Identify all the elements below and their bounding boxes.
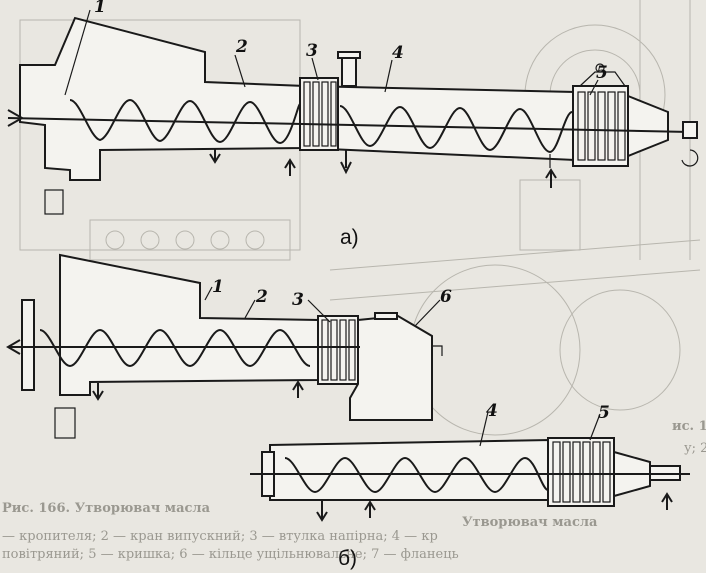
view-b-callout-1: 1 [212,277,224,297]
view-b-arrows [6,339,673,522]
view-b-drawing: 1 2 3 6 4 5 б) [6,253,690,570]
view-b-callout-4: 4 [486,401,498,421]
view-b-section-3-plates [321,319,356,381]
caption-line-2: у; 2 — звичай; живильна; частина; 3 — се… [684,441,706,456]
view-b-label: б) [338,547,357,570]
view-a-callout-1: 1 [94,0,106,17]
view-b-section-3 [317,315,359,385]
view-b-end-flange [21,299,35,391]
caption-line-5: повітряний; 5 — кришка; 6 — кільце ущіль… [2,547,459,562]
view-b-hopper-housing [59,253,319,396]
view-a-section-3-plates [303,81,337,147]
view-b-upper-auger-flights [39,328,311,368]
caption-line-4: — кропителя; 2 — кран випускний; 3 — вту… [2,529,438,544]
view-a-callout-4: 4 [392,43,404,63]
view-a-outlet-cone [627,94,669,158]
view-b-callout-2: 2 [255,287,268,307]
view-a-leader-lines [64,9,599,96]
caption-heading: Утворювач масла [462,515,598,530]
view-b-section-5-plates [552,441,611,503]
view-a-cylinder [304,84,576,162]
view-a-section-5-plates [577,91,626,161]
view-a-section-5 [572,85,629,167]
view-a-drawing: 1 2 3 4 5 а) [7,0,699,249]
view-a-callout-5: 5 [596,63,608,83]
view-b-callout-6: 6 [440,287,452,307]
view-a-drive-end [682,121,698,139]
view-a-label: а) [340,226,359,249]
view-a-callout-2: 2 [235,37,248,57]
view-b-leader-lines [204,286,601,447]
view-a-foot [44,189,64,215]
view-a-arrows [209,148,557,188]
view-b-transfer-chamber-6 [349,314,433,421]
view-a-auger-flights [69,98,573,154]
view-b-section-5 [547,437,615,507]
view-b-lower-auger-flights [284,456,549,494]
view-a-hopper-housing [19,16,306,181]
caption-line-1: ис. 165. Витрусковая маса фірми «Ванн-Сл… [672,419,706,434]
view-a-callout-3: 3 [306,41,318,61]
view-b-callout-5: 5 [598,403,610,423]
view-b-callout-3: 3 [292,290,304,310]
background-caption: ис. 165. Витрусковая маса фірми «Ванн-Сл… [2,419,706,562]
view-a-shaft [7,117,691,133]
caption-line-3: Рис. 166. Утворювач масла [2,501,211,516]
view-a-filler-neck [341,55,357,87]
view-b-foot [54,407,76,439]
view-b-lid [374,312,398,320]
